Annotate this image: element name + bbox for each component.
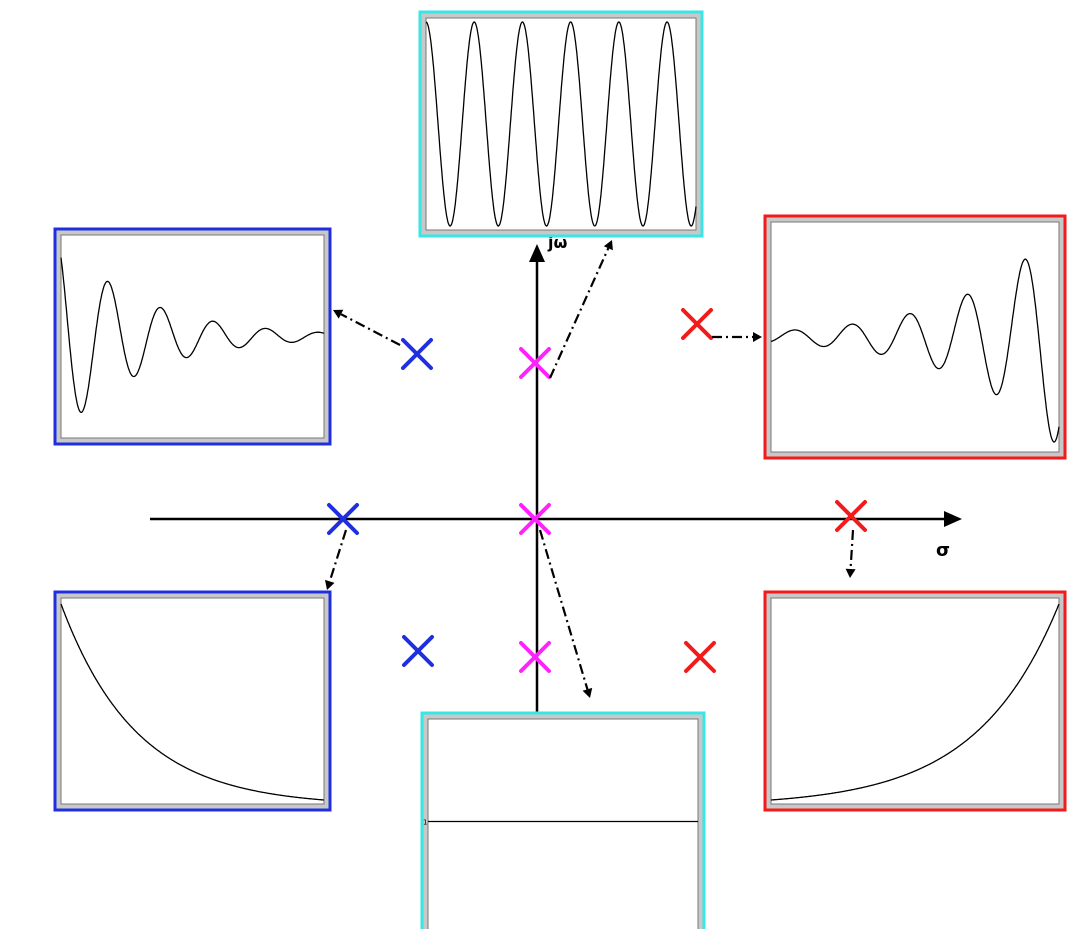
sustained-oscillation-plot-area (425, 17, 697, 231)
damped-oscillation-curve (60, 257, 325, 413)
stable-real-pole-marker (327, 503, 359, 535)
imaginary-axis-arrowhead (529, 244, 545, 262)
damped-oscillation-plot (53, 227, 332, 446)
sustained-oscillation-curve (425, 21, 697, 227)
growing-oscillation-plot-area (770, 221, 1060, 453)
marginal-origin-pole-marker (519, 503, 551, 535)
unstable-real-pole-marker (835, 500, 867, 532)
damped-oscillation-plot-area (60, 234, 325, 439)
marginal-upper-to-sustained-oscillation-arrow (548, 240, 613, 379)
exponential-growth-plot (763, 590, 1067, 812)
marginal-origin-to-constant-arrow (538, 529, 593, 698)
exponential-decay-plot-area (60, 597, 325, 805)
sustained-oscillation-plot (418, 10, 704, 238)
unstable-complex-upper-pole-marker (681, 308, 713, 340)
exponential-growth-curve (771, 603, 1060, 801)
marginal-upper-pole-marker (519, 347, 551, 379)
exponential-decay-plot (53, 590, 332, 812)
real-axis-arrowhead (944, 511, 962, 527)
stable-real-to-exponential-decay-arrow (325, 529, 348, 590)
growing-oscillation-curve (770, 258, 1060, 443)
stable-complex-lower-pole-marker (402, 635, 434, 667)
unstable-complex-lower-pole-marker (684, 641, 716, 673)
constant-tick-0: 1 (423, 818, 427, 826)
stable-complex-upper-pole-marker (401, 338, 433, 370)
constant-plot: 10 (420, 711, 706, 929)
marginal-lower-pole-marker (519, 641, 551, 673)
exponential-growth-plot-area (770, 597, 1060, 805)
constant-plot-area (427, 718, 699, 929)
unstable-complex-upper-to-growing-oscillation-arrow (712, 332, 762, 342)
unstable-real-to-exponential-growth-arrow (845, 529, 856, 578)
real-axis-label: σ (936, 540, 950, 561)
growing-oscillation-plot (763, 214, 1067, 460)
exponential-decay-curve (60, 603, 324, 801)
stable-complex-upper-to-damped-oscillation-arrow (333, 309, 401, 346)
imaginary-axis-label: jω (547, 233, 567, 252)
